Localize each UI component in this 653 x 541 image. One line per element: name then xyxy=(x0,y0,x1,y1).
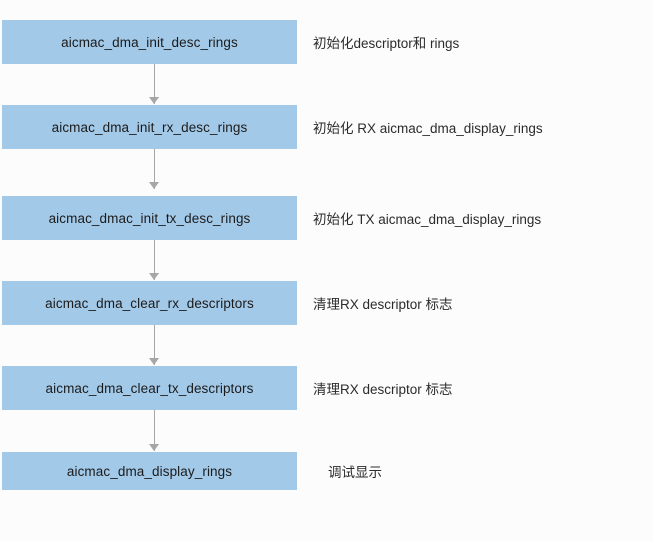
connector-shaft xyxy=(154,240,155,280)
flow-node-note: 初始化descriptor和 rings xyxy=(313,36,460,51)
arrowhead-icon xyxy=(149,182,159,189)
flow-node-aicmac-dma-init-rx-desc-rings[interactable]: aicmac_dma_init_rx_desc_rings xyxy=(2,105,297,149)
flow-row: aicmac_dma_init_desc_rings 初始化descriptor… xyxy=(0,20,653,64)
connector-shaft xyxy=(154,149,155,189)
flow-row: aicmac_dma_clear_tx_descriptors 清理RX des… xyxy=(0,366,653,410)
arrowhead-icon xyxy=(149,273,159,280)
flow-node-aicmac-dma-display-rings[interactable]: aicmac_dma_display_rings xyxy=(2,452,297,490)
connector-arrow-3 xyxy=(148,240,162,280)
connector-arrow-2 xyxy=(148,149,162,189)
flow-node-note: 清理RX descriptor 标志 xyxy=(313,382,453,397)
connector-arrow-1 xyxy=(148,64,162,104)
arrowhead-icon xyxy=(149,358,159,365)
flow-node-label: aicmac_dma_clear_rx_descriptors xyxy=(45,295,254,311)
flow-row: aicmac_dma_init_rx_desc_rings 初始化 RX aic… xyxy=(0,105,653,149)
flow-node-aicmac-dma-clear-rx-descriptors[interactable]: aicmac_dma_clear_rx_descriptors xyxy=(2,281,297,325)
flow-node-note: 调试显示 xyxy=(328,465,382,480)
flow-node-label: aicmac_dma_display_rings xyxy=(66,463,233,479)
flow-node-aicmac-dmac-init-tx-desc-rings[interactable]: aicmac_dmac_init_tx_desc_rings xyxy=(2,196,297,240)
flow-node-aicmac-dma-init-desc-rings[interactable]: aicmac_dma_init_desc_rings xyxy=(2,20,297,64)
flow-node-aicmac-dma-clear-tx-descriptors[interactable]: aicmac_dma_clear_tx_descriptors xyxy=(2,366,297,410)
connector-shaft xyxy=(154,64,155,104)
connector-shaft xyxy=(154,325,155,365)
flow-row: aicmac_dmac_init_tx_desc_rings 初始化 TX ai… xyxy=(0,196,653,240)
flow-node-note: 初始化 TX aicmac_dma_display_rings xyxy=(313,212,542,227)
connector-arrow-5 xyxy=(148,410,162,451)
connector-arrow-4 xyxy=(148,325,162,365)
flow-node-label: aicmac_dmac_init_tx_desc_rings xyxy=(48,210,251,226)
flow-row: aicmac_dma_clear_rx_descriptors 清理RX des… xyxy=(0,281,653,325)
flow-node-label: aicmac_dma_clear_tx_descriptors xyxy=(45,380,254,396)
connector-shaft xyxy=(154,410,155,451)
arrowhead-icon xyxy=(149,97,159,104)
flow-node-label: aicmac_dma_init_desc_rings xyxy=(61,34,238,50)
flow-node-note: 清理RX descriptor 标志 xyxy=(313,297,453,312)
flow-row: aicmac_dma_display_rings 调试显示 xyxy=(0,452,653,490)
arrowhead-icon xyxy=(149,444,159,451)
flow-node-label: aicmac_dma_init_rx_desc_rings xyxy=(51,119,248,135)
flow-node-note: 初始化 RX aicmac_dma_display_rings xyxy=(313,121,543,136)
